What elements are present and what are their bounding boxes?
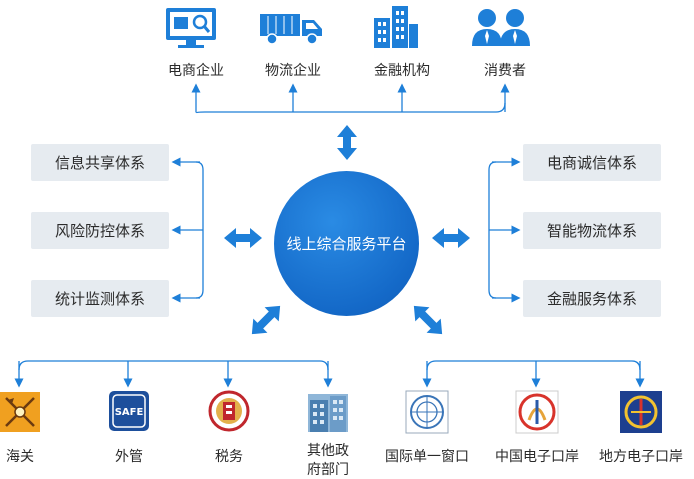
bottom-node-label: 海关 bbox=[6, 449, 34, 465]
delivery-truck-icon bbox=[260, 14, 322, 45]
double-arrow-top bbox=[337, 125, 357, 160]
safe-emblem-icon: SAFE bbox=[109, 391, 149, 431]
bottom-node-label: 其他政 bbox=[307, 443, 349, 459]
top-node-label: 电商企业 bbox=[168, 63, 224, 79]
double-arrow-right bbox=[432, 228, 470, 248]
bottom-node-label: 府部门 bbox=[307, 462, 349, 478]
left-system-box: 信息共享体系 bbox=[31, 144, 169, 181]
tax-emblem-icon bbox=[208, 390, 250, 432]
un-emblem-icon bbox=[405, 390, 449, 434]
local-eport-emblem-icon bbox=[620, 391, 662, 433]
double-arrow-bottom-left bbox=[251, 305, 281, 335]
bottom-node-label: 税务 bbox=[215, 449, 243, 465]
ecommerce-monitor-icon bbox=[166, 8, 216, 48]
customs-emblem-icon bbox=[0, 392, 40, 432]
government-building-icon bbox=[308, 394, 348, 432]
bottom-node-label: 中国电子口岸 bbox=[495, 449, 579, 465]
left-system-box: 风险防控体系 bbox=[31, 212, 169, 249]
bottom-node-label: 外管 bbox=[115, 449, 143, 465]
central-platform-hub: 线上综合服务平台 bbox=[274, 171, 419, 316]
bank-building-icon bbox=[374, 6, 418, 48]
double-arrow-bottom-right bbox=[413, 305, 443, 335]
bottom-node-label: 国际单一窗口 bbox=[385, 449, 469, 465]
right-system-box: 金融服务体系 bbox=[523, 280, 661, 317]
consumers-icon bbox=[472, 9, 530, 46]
right-system-box: 电商诚信体系 bbox=[523, 144, 661, 181]
china-eport-emblem-icon bbox=[515, 390, 559, 434]
bottom-node-label: 地方电子口岸 bbox=[599, 449, 683, 465]
left-system-box: 统计监测体系 bbox=[31, 280, 169, 317]
svg-text:SAFE: SAFE bbox=[115, 407, 144, 418]
double-arrow-left bbox=[224, 228, 262, 248]
top-node-label: 消费者 bbox=[484, 63, 526, 79]
right-system-box: 智能物流体系 bbox=[523, 212, 661, 249]
top-node-label: 金融机构 bbox=[374, 63, 430, 79]
top-node-label: 物流企业 bbox=[265, 63, 321, 79]
